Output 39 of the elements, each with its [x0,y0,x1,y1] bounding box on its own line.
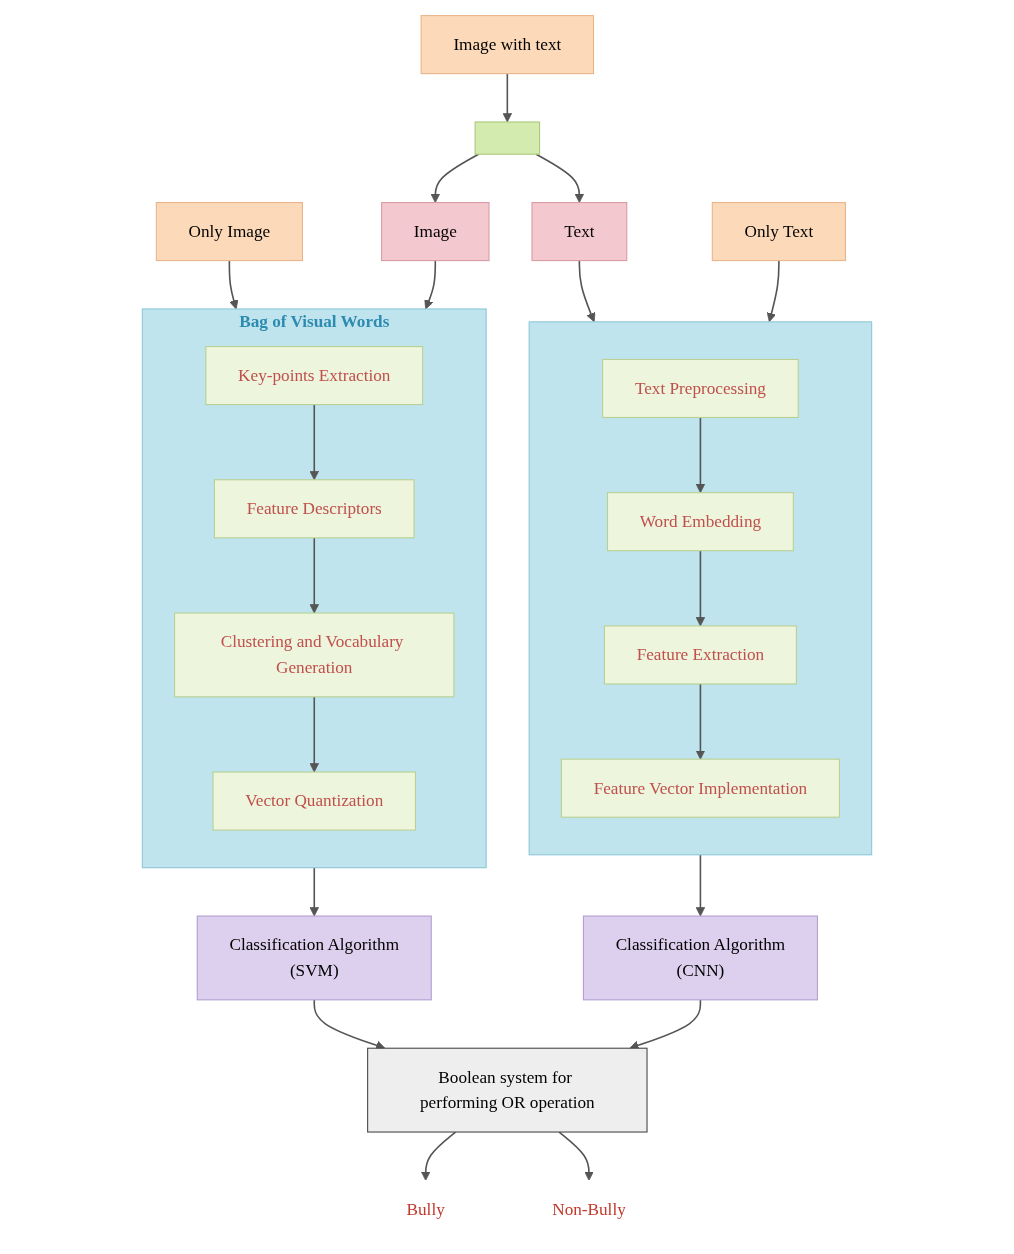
node-box: Feature Vector Implementation [560,758,840,818]
node-text: Bully [406,1199,445,1218]
arrow [695,854,706,917]
arrow [309,537,319,614]
arrow [420,1131,457,1181]
node-box: Text [531,202,628,262]
node-box: Classification Algorithm (CNN) [582,915,818,1001]
arrow [309,403,319,481]
node-box: Clustering and Vocabulary Generation [174,612,455,698]
node-box: Classification Algorithm (SVM) [196,915,432,1001]
node-box: Image [381,202,490,262]
cluster [528,321,873,856]
node-box: Vector Quantization [212,771,416,831]
arrow [695,683,706,760]
arrow [578,259,596,323]
arrow [424,259,437,310]
arrow [535,153,585,203]
node-text: Non-Bully [552,1199,626,1218]
arrow [766,259,780,323]
arrow [695,416,706,494]
arrow [313,999,386,1050]
arrow [309,866,319,917]
node-box: Image with text [420,15,595,75]
arrow [309,696,319,773]
node-box: Boolean system for performing OR operation [367,1047,648,1133]
node-box: Feature Descriptors [213,479,415,539]
node-box: Word Embedding [606,492,794,552]
node-box [474,121,541,155]
arrow [430,153,480,203]
arrow [629,999,702,1050]
node-box: Only Text [711,202,846,262]
arrow [695,549,706,627]
arrow [558,1131,594,1181]
node-box: Feature Extraction [603,625,797,685]
arrow [502,72,513,123]
node-box: Key-points Extraction [205,346,424,406]
node-box: Only Image [155,202,303,262]
node-box: Text Preprocessing [602,358,799,418]
arrow [228,259,239,310]
